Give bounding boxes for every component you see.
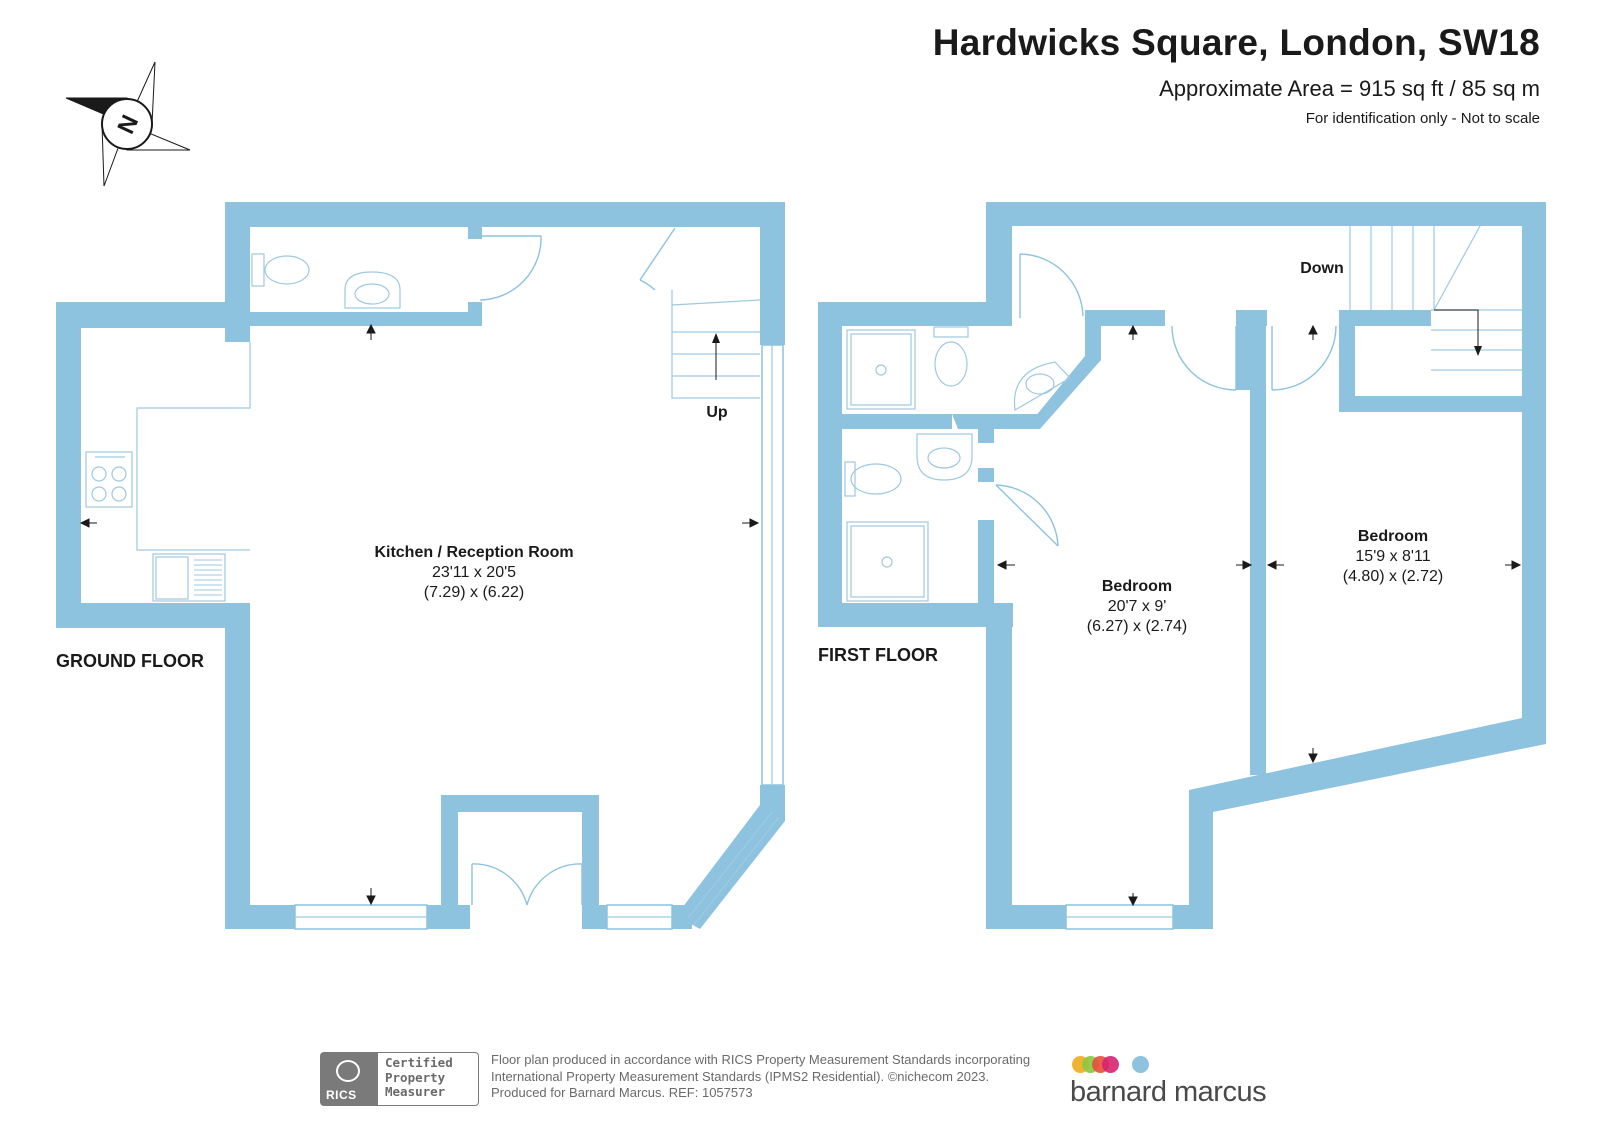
ground-wc-fixtures <box>251 253 401 309</box>
compass-icon: N <box>65 61 191 187</box>
first-stairs-label: Down <box>1300 260 1344 277</box>
rics-logo-icon: RICS <box>320 1052 378 1106</box>
first-floor-walls <box>818 202 1546 929</box>
rics-badge-line: Certified <box>385 1055 453 1070</box>
ground-floor-doors <box>471 227 676 906</box>
first-floor-doors <box>995 253 1337 547</box>
rics-logo-text: RICS <box>326 1088 357 1102</box>
bedroom-1-dim-imperial: 20'7 x 9' <box>1108 598 1167 615</box>
bedroom-2-dim-metric: (4.80) x (2.72) <box>1343 568 1443 585</box>
ground-floor-label: GROUND FLOOR <box>56 651 204 671</box>
rics-badge: RICS Certified Property Measurer <box>320 1052 480 1106</box>
kitchen-room-dim-imperial: 23'11 x 20'5 <box>432 564 516 581</box>
ground-stairs-label: Up <box>706 404 728 421</box>
brand-dots-icon <box>1072 1056 1162 1074</box>
kitchen-units <box>85 342 251 602</box>
first-floor-bathroom-fixtures <box>844 326 1071 602</box>
bedroom-1-dim-metric: (6.27) x (2.74) <box>1087 618 1187 635</box>
ground-floor-windows <box>294 344 784 930</box>
first-floor-stairs <box>1349 225 1522 371</box>
approximate-area: Approximate Area = 915 sq ft / 85 sq m <box>1159 76 1540 101</box>
ground-floor-stairs <box>671 290 761 399</box>
kitchen-room-name: Kitchen / Reception Room <box>374 544 573 561</box>
rics-badge-line: Measurer <box>385 1084 446 1099</box>
kitchen-room-dim-metric: (7.29) x (6.22) <box>424 584 524 601</box>
disclaimer-text: For identification only - Not to scale <box>1305 110 1540 127</box>
ground-floor-walls <box>56 202 785 929</box>
footer-line: Produced for Barnard Marcus. REF: 105757… <box>491 1085 753 1100</box>
first-floor-windows <box>1065 904 1174 930</box>
ground-measure-arrows <box>79 323 760 906</box>
footer-line: Floor plan produced in accordance with R… <box>491 1052 1031 1067</box>
bedroom-1-name: Bedroom <box>1102 578 1172 595</box>
footer-line: International Property Measurement Stand… <box>491 1068 990 1084</box>
bedroom-2-dim-imperial: 15'9 x 8'11 <box>1355 548 1430 565</box>
first-floor-label: FIRST FLOOR <box>818 645 938 665</box>
rics-badge-line: Property <box>385 1069 446 1085</box>
brand-logo-text: barnard marcus <box>1070 1076 1267 1108</box>
footer-disclaimer: Floor plan produced in accordance with R… <box>491 1052 1030 1102</box>
first-measure-arrows <box>996 324 1522 907</box>
bedroom-2-name: Bedroom <box>1358 528 1428 545</box>
plan-title: Hardwicks Square, London, SW18 <box>932 22 1540 63</box>
